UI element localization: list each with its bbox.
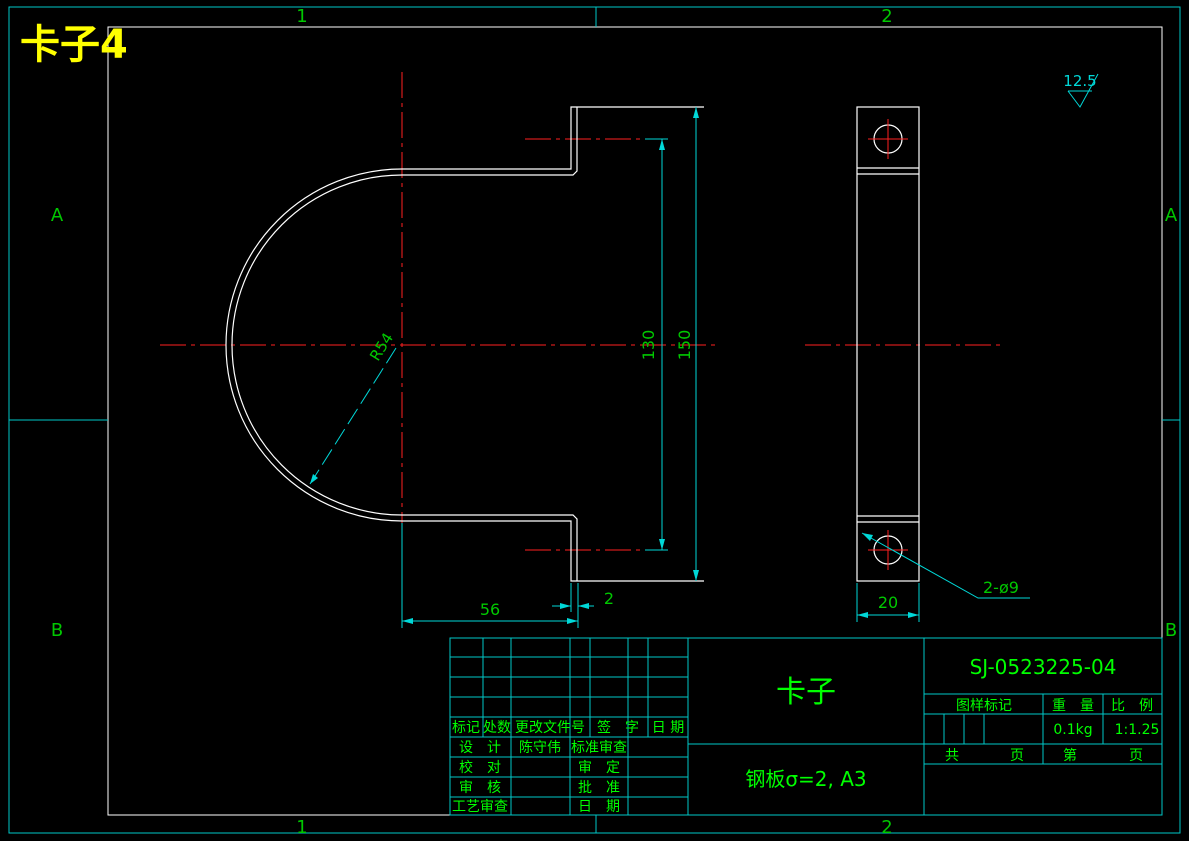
scale-label: 比 例 bbox=[1111, 698, 1153, 714]
sheet-page-label: 页 bbox=[1129, 748, 1143, 764]
zone-label-bottom-1: 1 bbox=[296, 817, 307, 838]
hdr-change-doc: 更改文件号 bbox=[515, 720, 585, 736]
row-review: 审 核 bbox=[459, 780, 501, 796]
zone-label-left-b: B bbox=[51, 620, 63, 641]
holes-leader bbox=[861, 532, 1030, 599]
roughness-symbol: 12.5 bbox=[1063, 72, 1099, 108]
bottom-flange-outer bbox=[402, 520, 704, 582]
side-view-outline bbox=[856, 106, 920, 582]
inner-arc bbox=[231, 174, 403, 516]
row-standard-review: 标准审查 bbox=[571, 740, 627, 756]
row-process-review: 工艺审查 bbox=[452, 799, 508, 815]
top-flange-inner bbox=[402, 107, 578, 176]
dim-150-text: 150 bbox=[675, 330, 694, 361]
zone-label-bottom-2: 2 bbox=[881, 817, 892, 838]
zone-label-right-a: A bbox=[1165, 205, 1178, 226]
zone-label-top-1: 1 bbox=[296, 6, 307, 27]
dim-holes-text: 2-ø9 bbox=[983, 578, 1019, 597]
dim-radius-text: R54 bbox=[366, 330, 397, 365]
zone-label-right-b: B bbox=[1165, 620, 1177, 641]
hdr-signature: 签 字 bbox=[597, 719, 639, 736]
outer-arc bbox=[225, 168, 403, 522]
zone-label-top-2: 2 bbox=[881, 6, 892, 27]
weight-label: 重 量 bbox=[1052, 698, 1094, 714]
centerlines bbox=[160, 72, 1003, 590]
row-designer: 陈守伟 bbox=[519, 739, 561, 756]
dimension-arrows bbox=[310, 107, 919, 624]
sheet-title: 卡子4 bbox=[20, 22, 128, 68]
dim-56-text: 56 bbox=[480, 600, 500, 619]
roughness-value: 12.5 bbox=[1063, 72, 1096, 90]
hdr-date: 日 期 bbox=[652, 720, 684, 736]
dim-20-text: 20 bbox=[878, 593, 898, 612]
title-block-texts: 标记 处数 更改文件号 签 字 日 期 设 计 陈守伟 标准审查 校 对 审 定… bbox=[452, 655, 1159, 815]
top-flange-outer bbox=[402, 106, 704, 170]
hdr-mark: 标记 bbox=[452, 720, 480, 736]
total-label: 共 bbox=[945, 748, 959, 764]
dimension-lines bbox=[309, 107, 1030, 628]
scale-value: 1:1.25 bbox=[1115, 722, 1160, 738]
front-view bbox=[225, 106, 704, 582]
side-view bbox=[856, 106, 920, 582]
row-approve-final: 审 定 bbox=[578, 760, 620, 776]
row-date: 日 期 bbox=[578, 799, 620, 815]
dim-130-text: 130 bbox=[639, 330, 658, 361]
sheet-label: 第 bbox=[1063, 747, 1077, 764]
row-design: 设 计 bbox=[459, 740, 501, 756]
drawing-number: SJ-0523225-04 bbox=[970, 655, 1117, 679]
sample-mark-label: 图样标记 bbox=[956, 698, 1012, 714]
row-check: 校 对 bbox=[459, 759, 501, 776]
part-name: 卡子 bbox=[776, 675, 836, 710]
hdr-count: 处数 bbox=[483, 720, 511, 736]
radius-leader bbox=[309, 347, 397, 485]
page-label: 页 bbox=[1010, 748, 1024, 764]
title-block-lines bbox=[449, 637, 1163, 816]
zone-label-left-a: A bbox=[51, 205, 64, 226]
material: 钢板σ=2, A3 bbox=[745, 767, 866, 791]
weight-value: 0.1kg bbox=[1053, 722, 1092, 738]
hole-crosshairs bbox=[868, 119, 908, 570]
dim-2-text: 2 bbox=[604, 589, 614, 608]
bottom-flange-inner bbox=[402, 514, 578, 581]
row-approve: 批 准 bbox=[578, 780, 620, 796]
